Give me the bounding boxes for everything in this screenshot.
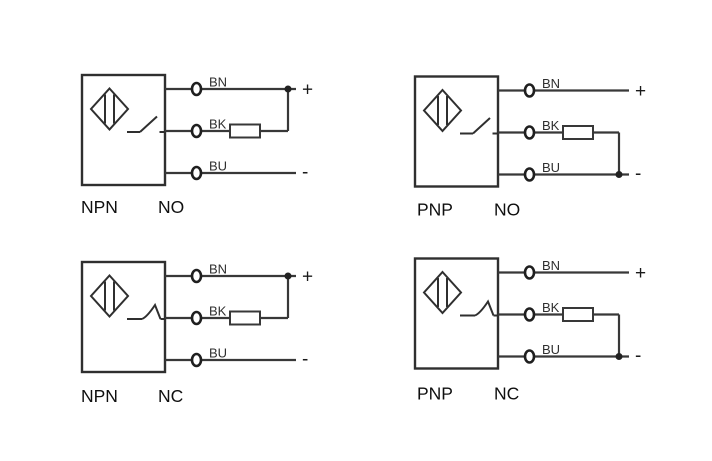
- caption-logic: NO: [494, 200, 520, 220]
- wire-label-bu: BU: [542, 160, 560, 175]
- caption-logic: NC: [494, 384, 519, 404]
- polarity-minus: -: [302, 349, 308, 370]
- wire-label-bk: BK: [209, 304, 227, 319]
- terminal-icon: [523, 349, 536, 364]
- switch-nc-icon: [127, 302, 165, 320]
- wire-label-bk: BK: [209, 117, 227, 132]
- sensor-symbol-icon: [422, 88, 463, 133]
- sensor-symbol-icon: [422, 270, 463, 315]
- wire-label-bk: BK: [542, 300, 560, 315]
- wire-label-bn: BN: [209, 75, 227, 90]
- sensor-body: [413, 257, 500, 370]
- polarity-plus: +: [635, 81, 646, 102]
- switch-nc-icon: [460, 299, 498, 317]
- terminal-icon: [523, 265, 536, 280]
- caption-type: NPN: [81, 197, 118, 217]
- wire-label-bu: BU: [209, 159, 227, 174]
- diagram-npn-no: BN BK BU + - NPN NO: [80, 73, 313, 217]
- caption-type: PNP: [417, 200, 453, 220]
- terminal-icon: [190, 310, 203, 326]
- junction-dot: [284, 272, 292, 280]
- terminal-icon: [523, 83, 536, 98]
- polarity-plus: +: [302, 80, 313, 101]
- wire-label-bu: BU: [542, 342, 560, 357]
- polarity-minus: -: [635, 164, 641, 185]
- wire-bk: [498, 131, 621, 175]
- terminal-icon: [523, 167, 536, 182]
- sensor-symbol-icon: [89, 87, 130, 131]
- sensor-body: [80, 260, 167, 374]
- caption-logic: NO: [158, 197, 184, 217]
- load-resistor-icon: [562, 125, 594, 140]
- diagram-pnp-nc: BN BK BU + - PNP NC: [413, 257, 646, 404]
- switch-no-icon: [127, 115, 165, 133]
- terminal-icon: [523, 307, 536, 322]
- junction-dot: [284, 85, 292, 93]
- polarity-plus: +: [635, 263, 646, 284]
- terminal-icon: [190, 81, 203, 97]
- polarity-plus: +: [302, 267, 313, 288]
- sensor-body: [413, 75, 500, 188]
- wire-bk: [165, 276, 290, 320]
- wire-label-bu: BU: [209, 346, 227, 361]
- wire-bk: [498, 313, 621, 357]
- wire-label-bk: BK: [542, 118, 560, 133]
- load-resistor-icon: [229, 123, 261, 139]
- sensor-symbol-icon: [89, 274, 130, 318]
- terminal-icon: [190, 123, 203, 139]
- diagram-pnp-no: BN BK BU + - PNP NO: [413, 75, 646, 220]
- terminal-icon: [190, 165, 203, 181]
- diagram-npn-nc: BN BK BU + - NPN NC: [80, 260, 313, 406]
- wire-label-bn: BN: [209, 262, 227, 277]
- sensor-body: [80, 73, 167, 187]
- junction-dot: [615, 353, 623, 360]
- polarity-minus: -: [302, 162, 308, 183]
- wire-label-bn: BN: [542, 76, 560, 91]
- terminal-icon: [190, 352, 203, 368]
- polarity-minus: -: [635, 346, 641, 367]
- switch-no-icon: [460, 117, 498, 135]
- load-resistor-icon: [562, 307, 594, 322]
- junction-dot: [615, 171, 623, 178]
- wire-label-bn: BN: [542, 258, 560, 273]
- caption-type: PNP: [417, 384, 453, 404]
- wire-bk: [165, 89, 290, 133]
- caption-type: NPN: [81, 386, 118, 406]
- caption-logic: NC: [158, 386, 183, 406]
- terminal-icon: [190, 268, 203, 284]
- load-resistor-icon: [229, 310, 261, 326]
- terminal-icon: [523, 125, 536, 140]
